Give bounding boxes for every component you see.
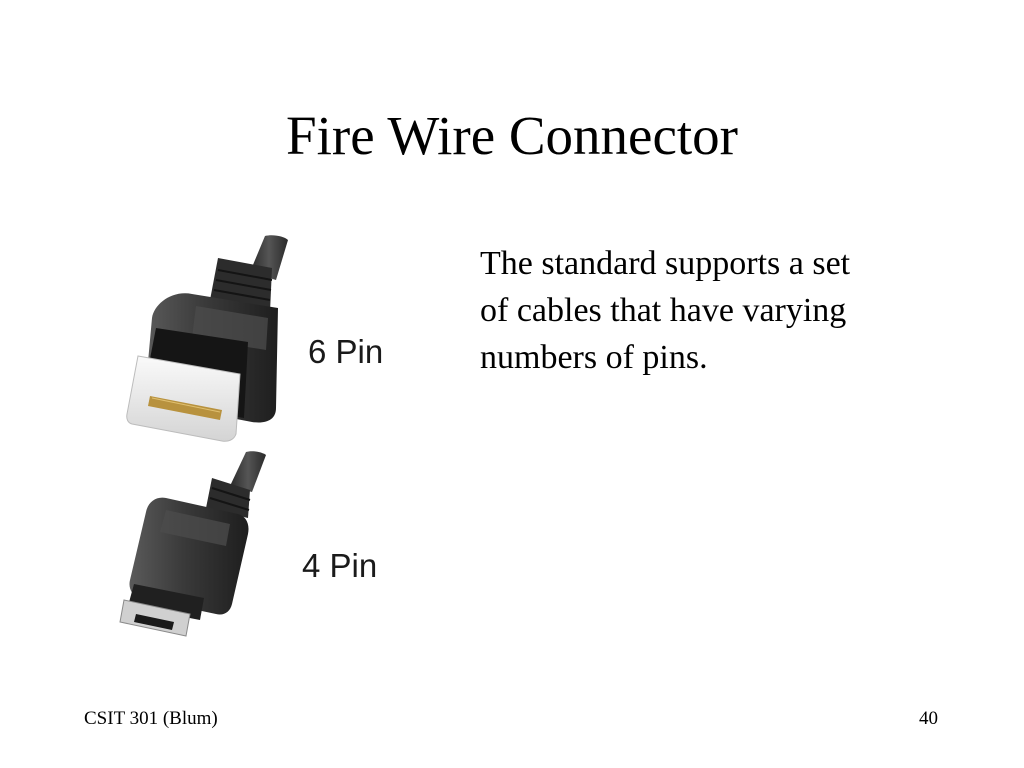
footer-page-number: 40 (919, 708, 938, 729)
connector-illustration (119, 235, 288, 637)
slide-title: Fire Wire Connector (286, 105, 738, 166)
firewire-6-pin-connector-icon (126, 235, 288, 442)
four-pin-label: 4 Pin (302, 547, 378, 584)
six-pin-label: 6 Pin (308, 333, 384, 370)
body-text: The standard supports a set of cables th… (480, 245, 851, 376)
footer-course: CSIT 301 (Blum) (84, 708, 218, 729)
firewire-4-pin-connector-icon (119, 451, 266, 637)
